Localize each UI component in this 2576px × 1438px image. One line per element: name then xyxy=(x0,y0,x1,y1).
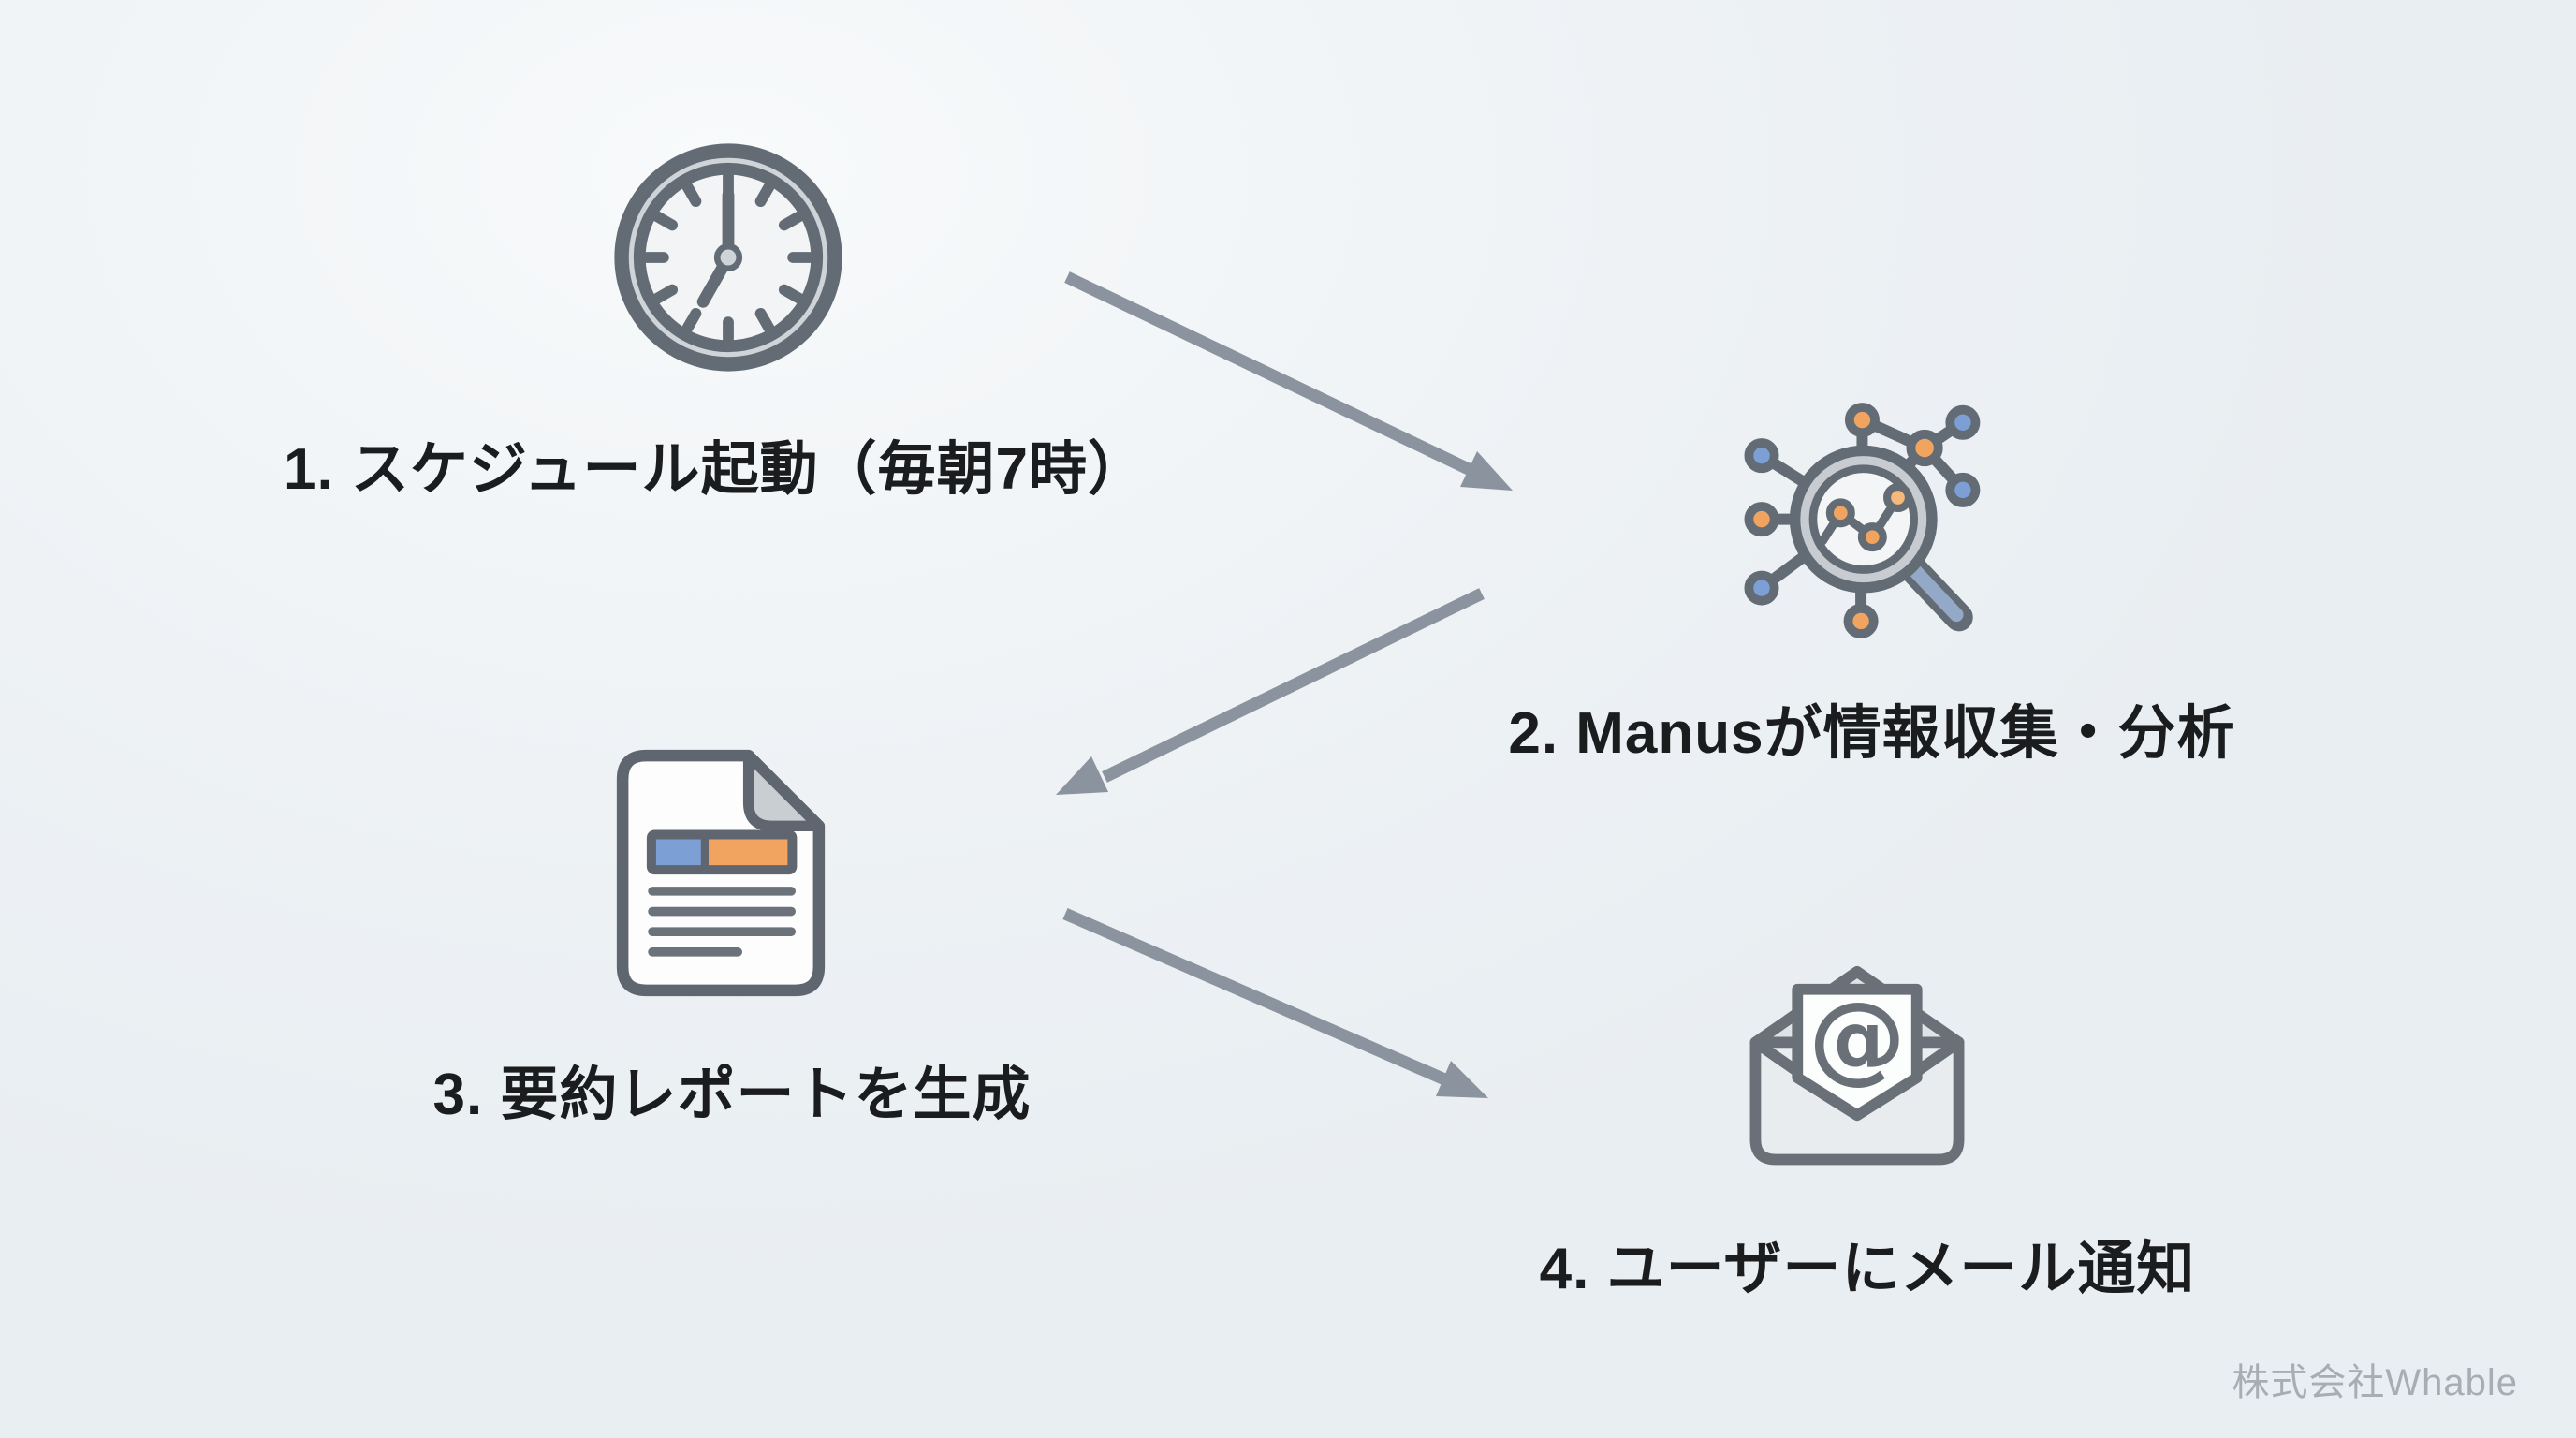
open-email-icon: @ xyxy=(1749,965,1965,1166)
document-text-lines xyxy=(648,887,797,957)
step-label-1: 1. スケジュール起動（毎朝7時） xyxy=(283,437,1148,502)
arrow-step2-to-step3 xyxy=(1056,588,1485,795)
step-label-3: 3. 要約レポートを生成 xyxy=(432,1063,1032,1127)
step-label-4: 4. ユーザーにメール通知 xyxy=(1539,1237,2196,1301)
chart-point xyxy=(1857,522,1887,552)
lens-chart-line xyxy=(1818,492,1903,546)
network-nodes xyxy=(1744,403,1981,638)
chart-point xyxy=(1825,498,1855,528)
at-symbol: @ xyxy=(1808,982,1906,1094)
magnifier-handle xyxy=(1907,563,1964,623)
envelope-body xyxy=(1749,1036,1965,1166)
email-letter xyxy=(1792,983,1923,1122)
report-document-icon xyxy=(616,749,826,997)
magnifier-lens-ring xyxy=(1800,456,1927,583)
document-header-outline xyxy=(646,829,798,875)
clock-icon xyxy=(614,143,842,372)
arrow-step1-to-step2 xyxy=(1064,271,1513,491)
chart-point xyxy=(1883,483,1913,513)
document-header-blue xyxy=(651,834,705,871)
clock-center-dot xyxy=(713,242,743,272)
step-label-2: 2. Manusが情報収集・分析 xyxy=(1508,701,2236,766)
document-fold-corner xyxy=(742,750,825,832)
company-watermark: 株式会社Whable xyxy=(2232,1362,2518,1403)
analytics-magnifier-icon xyxy=(1744,403,1981,638)
arrow-step3-to-step4 xyxy=(1062,908,1488,1098)
clock-ticks xyxy=(641,170,815,345)
magnifier-lens-inner xyxy=(1808,464,1919,574)
